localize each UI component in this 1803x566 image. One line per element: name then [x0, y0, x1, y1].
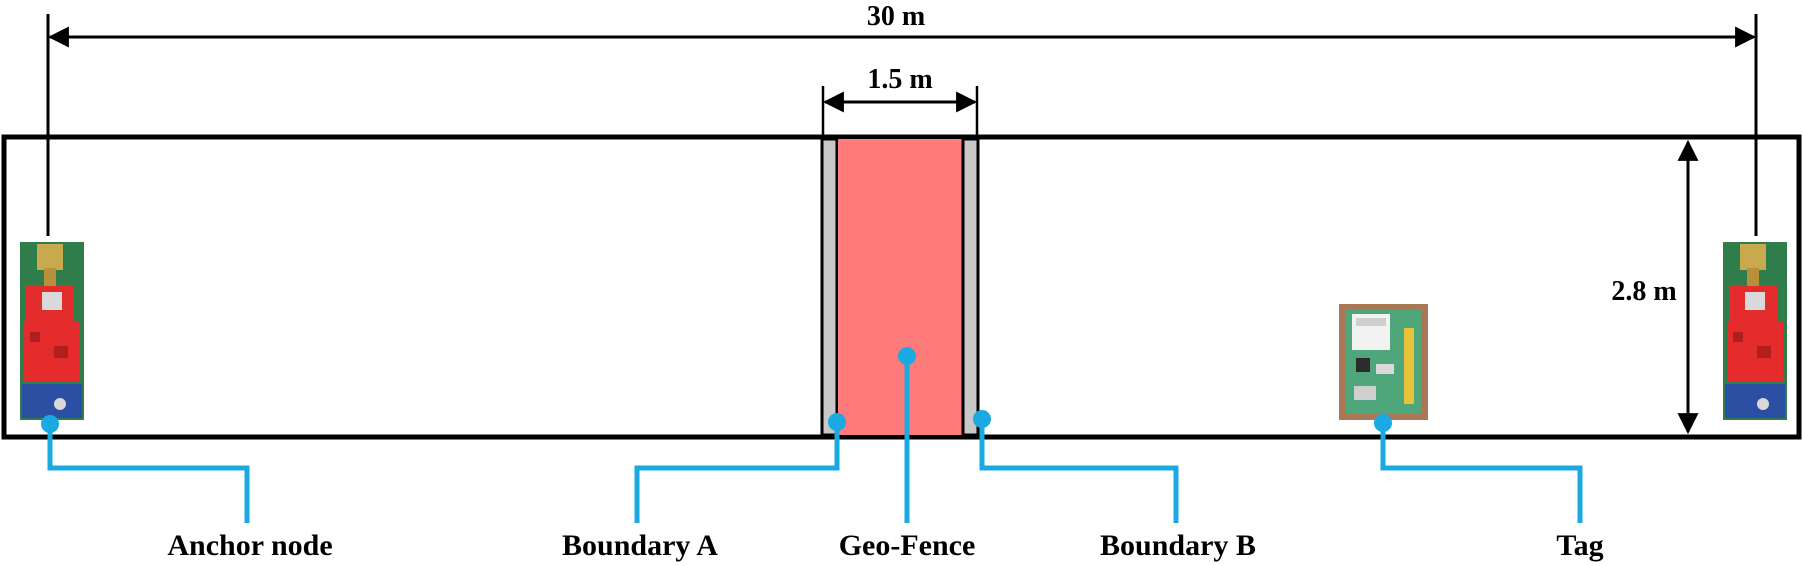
anchor-right-board-icon	[1723, 242, 1787, 420]
boundary-b-label: Boundary B	[1100, 529, 1256, 562]
boundary-a-strip	[820, 137, 839, 437]
boundary-a-callout-dot	[828, 413, 846, 431]
total-length-label: 30 m	[867, 1, 925, 32]
callout-lines	[47, 356, 1583, 523]
anchor-node-label: Anchor node	[167, 529, 332, 562]
geo-fence-callout-dot	[898, 347, 916, 365]
anchor-node-callout-dot	[41, 415, 59, 433]
tag-callout-line	[1380, 423, 1583, 523]
anchor-left-board-icon	[20, 242, 84, 420]
anchor-node-callout-line	[47, 426, 250, 523]
boundary-b-callout-line	[979, 419, 1179, 523]
callout-dots	[41, 347, 1392, 433]
corridor-outline	[1, 134, 1802, 440]
tag-board-icon	[1339, 304, 1428, 420]
tag-callout-dot	[1374, 414, 1392, 432]
boundary-a-callout-line	[634, 423, 840, 523]
boundary-a-label: Boundary A	[562, 529, 718, 562]
tag-label: Tag	[1556, 529, 1603, 562]
fence-width-label: 1.5 m	[867, 64, 932, 95]
corridor-width-label: 2.8 m	[1611, 276, 1676, 307]
geo-fence-zone	[838, 139, 962, 435]
boundary-b-strip	[961, 137, 980, 437]
geo-fence-label: Geo-Fence	[839, 529, 976, 562]
boundary-b-callout-dot	[973, 410, 991, 428]
